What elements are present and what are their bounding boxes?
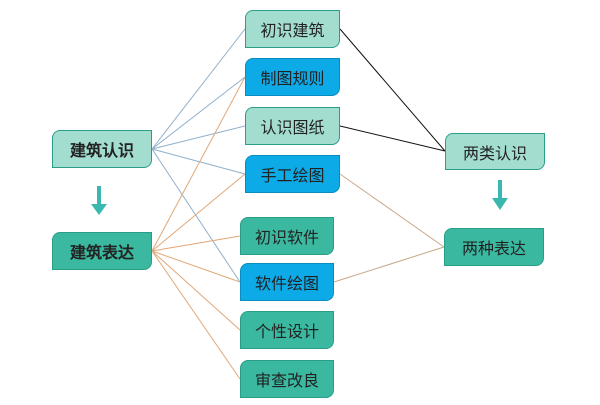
blue-links [151, 28, 246, 283]
node-liang-zhong-biaoda: 两种表达 [444, 228, 544, 266]
node-ruanjian-huitu: 软件绘图 [240, 263, 334, 301]
node-chushi-jianzhu: 初识建筑 [245, 10, 340, 48]
down-arrow-icon [91, 186, 107, 215]
node-jianzhu-renshi: 建筑认识 [52, 130, 152, 168]
node-shencha-gailiang: 审查改良 [240, 360, 334, 398]
orange-links [151, 76, 246, 380]
node-jianzhu-biaoda: 建筑表达 [52, 232, 152, 270]
node-zhitu-guize: 制图规则 [245, 58, 340, 96]
node-liang-lei-renshi: 两类认识 [445, 133, 545, 170]
node-renshi-tuzhi: 认识图纸 [245, 107, 340, 145]
tan-links [333, 173, 445, 283]
node-gexing-sheji: 个性设计 [240, 311, 334, 349]
node-chushi-ruanjian: 初识软件 [240, 217, 334, 255]
black-links [339, 28, 446, 152]
node-shougong-huitu: 手工绘图 [245, 155, 340, 193]
down-arrow-icon [492, 180, 508, 210]
